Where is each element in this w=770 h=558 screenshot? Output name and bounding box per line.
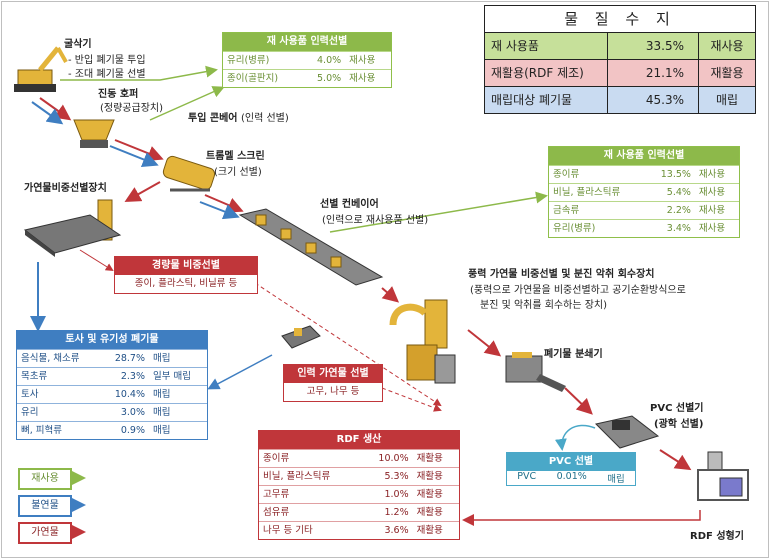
mass-balance-table: 물 질 수 지 재 사용품 33.5% 재사용 재활용(RDF 제조) 21.1… (484, 5, 756, 114)
soil-organic-title: 토사 및 유기성 폐기물 (17, 331, 207, 349)
arrow-wind-crusher (467, 329, 502, 357)
row-name: 재활용(RDF 제조) (485, 60, 608, 86)
reuse-box-1: 재 사용품 인력선별 유리(병류)4.0%재사용 종이(골판지)5.0%재사용 (222, 32, 392, 88)
arrow-conveyor-reuse (149, 86, 225, 121)
pvc-sort-row: PVC 0.01% 매립 (517, 471, 625, 485)
label-hopper: 진동 호퍼 (98, 89, 139, 100)
manual-sort-box: 인력 가연물 선별 고무, 나무 등 (283, 364, 383, 402)
label-density: 가연물비중선별장치 (24, 183, 107, 194)
arrow-manual-dashed (381, 387, 442, 412)
row-pct: 33.5% (608, 33, 699, 59)
arrow-excavator-reuse (60, 65, 218, 81)
label-wind-sub2: 분진 및 악취를 회수하는 장치) (480, 300, 608, 311)
mass-balance-row: 재 사용품 33.5% 재사용 (485, 33, 755, 60)
crusher-icon (505, 352, 566, 392)
rdf-production-title: RDF 생산 (259, 431, 459, 449)
light-material-box: 경량물 비중선별 종이, 플라스틱, 비닐류 등 (114, 256, 258, 294)
arrow-pvcmachine-pvcbox (554, 424, 596, 451)
arrow-manual-soil (207, 354, 273, 390)
label-wind: 풍력 가연물 비중선별 및 분진 악취 회수장치 (468, 269, 655, 280)
label-excavator: 굴삭기 (64, 39, 92, 50)
density-separator-icon (23, 199, 122, 257)
light-material-text: 종이, 플라스틱, 비닐류 등 (134, 278, 238, 289)
rdf-molder-icon (697, 451, 749, 501)
wind-separator-icon (389, 299, 456, 384)
arrow-hopper-trommel-red (114, 139, 164, 161)
manual-sort-icon (281, 325, 321, 349)
label-sort-conveyor-sub: (인력으로 재사용품 선별) (322, 215, 429, 226)
arrow-excavator-hopper-red (39, 97, 72, 121)
row-pct: 21.1% (608, 60, 699, 86)
label-hopper-sub: (정량공급장치) (100, 103, 164, 114)
row-name: 재 사용품 (485, 33, 608, 59)
mass-balance-row: 매립대상 폐기물 45.3% 매립 (485, 87, 755, 113)
row-use: 재사용 (710, 39, 744, 53)
manual-sort-text: 고무, 나무 등 (306, 386, 360, 397)
arrow-light-dashed (254, 282, 442, 407)
arrow-pvc-rdfmachine (659, 449, 692, 471)
row-name: 매립대상 폐기물 (485, 87, 608, 113)
manual-sort-title: 인력 가연물 선별 (284, 365, 382, 383)
light-material-title: 경량물 비중선별 (115, 257, 257, 275)
label-excavator-1: - 반입 폐기물 투입 (68, 55, 146, 66)
arrow-crusher-pvc (564, 387, 593, 415)
label-pvc-machine-sub: (광학 선별) (654, 419, 704, 430)
reuse-box-2-title: 재 사용품 인력선별 (549, 147, 739, 165)
label-pvc-machine: PVC 선별기 (650, 403, 704, 414)
trommel-icon (162, 155, 216, 192)
legend-noncombustible: 불연물 (18, 495, 72, 517)
label-wind-sub1: (풍력으로 가연물을 비중선별하고 공기순환방식으로 (470, 285, 686, 296)
table-row: 유리(병류)4.0%재사용 (223, 51, 391, 70)
label-excavator-2: - 조대 폐기물 선별 (68, 69, 146, 80)
arrow-excavator-hopper-blue (31, 101, 64, 125)
table-row: 유리(병류)3.4%재사용 (549, 219, 739, 237)
label-trommel-sub: (크기 선별) (214, 167, 262, 178)
label-rdf-machine: RDF 성형기 (690, 531, 744, 542)
hopper-icon (73, 119, 115, 148)
pvc-sort-box: PVC 선별 PVC 0.01% 매립 (506, 452, 636, 486)
legend-reuse: 재사용 (18, 468, 72, 490)
row-pct: 45.3% (608, 87, 699, 113)
arrow-trommel-conveyor-blue (199, 201, 240, 220)
arrow-conveyor-reuse2 (329, 191, 548, 233)
mass-balance-row: 재활용(RDF 제조) 21.1% 재활용 (485, 60, 755, 87)
pvc-sort-title: PVC 선별 (507, 453, 635, 471)
arrow-density-light (79, 249, 114, 272)
pvc-separator-icon (595, 415, 660, 449)
label-crusher: 폐기물 분쇄기 (544, 349, 603, 360)
row-use: 매립 (715, 93, 739, 107)
legend-combustible: 가연물 (18, 522, 72, 544)
row-use: 재활용 (710, 66, 744, 80)
label-conveyor-in: 투입 콘베어 (인력 선별) (188, 113, 289, 124)
label-sort-conveyor: 선별 컨베이어 (320, 199, 379, 210)
arrow-trommel-density (124, 181, 161, 202)
arrow-conveyor-wind (381, 286, 400, 303)
mass-balance-title: 물 질 수 지 (485, 6, 755, 33)
excavator-icon (14, 46, 68, 92)
table-row: 종이(골판지)5.0%재사용 (223, 69, 391, 87)
reuse-box-1-title: 재 사용품 인력선별 (223, 33, 391, 51)
sort-conveyor-icon (238, 208, 384, 286)
arrow-hopper-trommel-blue (109, 145, 159, 167)
label-trommel: 트롬멜 스크린 (206, 151, 265, 162)
arrow-rdfmachine-rdfbox (462, 510, 701, 526)
